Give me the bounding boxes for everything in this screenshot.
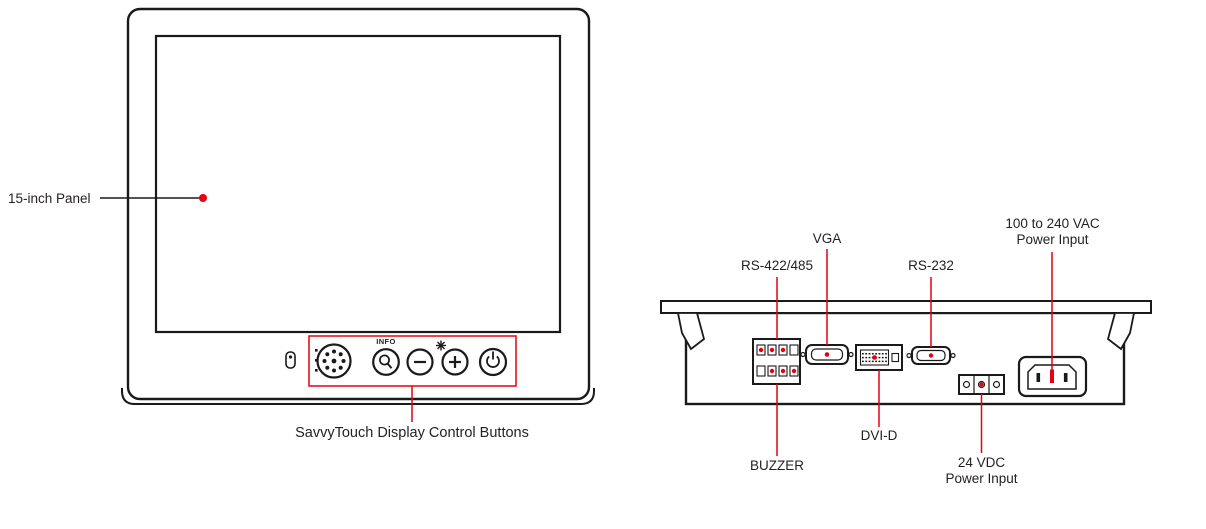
bottom-front-strip: [660, 300, 1152, 314]
controls-label: SavvyTouch Display Control Buttons: [295, 425, 529, 441]
vga-label: VGA: [812, 231, 842, 246]
rs232-label: RS-232: [908, 258, 954, 273]
power-icon: [478, 347, 508, 377]
rs422-terminal-block: [752, 338, 801, 385]
monitor-bottom-view: [660, 249, 1152, 456]
panel-pointer-dot: [199, 194, 207, 202]
vdc-terminal-block: [958, 374, 1005, 395]
vdc-power-label-line1: 24 VDC: [957, 455, 1006, 470]
led-ring-icon: [316, 343, 352, 379]
vga-connector: [800, 344, 854, 365]
sensor-icon: [285, 351, 296, 369]
panel-label: 15-inch Panel: [8, 191, 91, 206]
mount-clip-right: [1106, 312, 1136, 351]
info-button-label: INFO: [376, 337, 396, 346]
vac-power-label: 100 to 240 VAC Power Input: [972, 216, 1133, 248]
vac-power-label-line2: Power Input: [1016, 232, 1089, 247]
led-legend-marks: [315, 349, 318, 372]
rs422-label: RS-422/485: [740, 258, 814, 273]
plus-icon: [441, 348, 469, 376]
dvid-connector: [855, 344, 903, 371]
dvid-label: DVI-D: [860, 428, 898, 443]
vdc-power-label: 24 VDC Power Input: [901, 455, 1062, 487]
buzzer-label: BUZZER: [750, 458, 804, 473]
brightness-icon: [436, 340, 446, 351]
rs232-connector: [906, 346, 956, 365]
monitor-front-view: [100, 7, 595, 422]
leader-lines: [776, 249, 1053, 456]
monitor-screen: [154, 34, 562, 334]
mount-clip-left: [676, 312, 706, 351]
minus-icon: [406, 348, 434, 376]
vdc-power-label-line2: Power Input: [945, 471, 1018, 486]
vac-power-label-line1: 100 to 240 VAC: [1005, 216, 1100, 231]
magnifier-icon: [372, 348, 400, 376]
